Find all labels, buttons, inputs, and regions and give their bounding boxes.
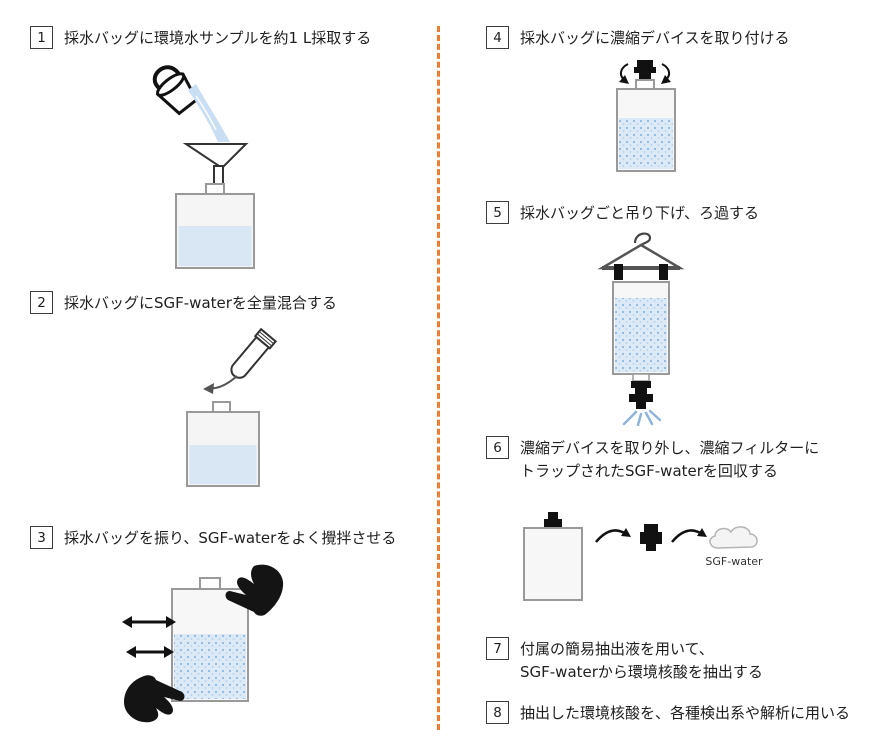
bag-water bbox=[189, 445, 257, 484]
step-4-number-badge: 4 bbox=[486, 26, 509, 49]
rotate-arrowhead-right bbox=[661, 75, 671, 84]
step-3-label: 採水バッグを振り、SGF-waterをよく攪拌させる bbox=[64, 529, 397, 547]
bag-water bbox=[178, 226, 252, 266]
bag-water-stippled bbox=[174, 634, 246, 699]
step-2-label: 採水バッグにSGF-waterを全量混合する bbox=[64, 294, 337, 312]
bag-outlet bbox=[632, 373, 650, 382]
transfer-arrow-2 bbox=[671, 529, 703, 543]
clip-icon-left bbox=[614, 264, 623, 280]
step-7-number-badge: 7 bbox=[486, 637, 509, 660]
step-1-label: 採水バッグに環境水サンプルを約1 L採取する bbox=[64, 29, 372, 47]
step-7-label: 付属の簡易抽出液を用いて、 SGF-waterから環境核酸を抽出する bbox=[520, 640, 763, 681]
step-8-header: 8 抽出した環境核酸を、各種検出系や解析に用いる bbox=[486, 701, 850, 725]
step-6-number-badge: 6 bbox=[486, 436, 509, 459]
sgf-water-label: SGF-water bbox=[705, 555, 763, 568]
bag-neck bbox=[205, 183, 225, 195]
step-1-illustration bbox=[152, 65, 255, 269]
step-3-number-badge: 3 bbox=[30, 526, 53, 549]
step-4-label: 採水バッグに濃縮デバイスを取り付ける bbox=[520, 29, 790, 47]
transfer-arrowhead-2 bbox=[697, 528, 707, 537]
spray-icon bbox=[622, 409, 662, 426]
step-4-illustration bbox=[616, 60, 676, 172]
empty-bag bbox=[523, 527, 583, 601]
step-6-illustration: SGF-water bbox=[523, 512, 763, 601]
bucket-icon bbox=[152, 65, 199, 116]
step-1-header: 1 採水バッグに環境水サンプルを約1 L採取する bbox=[30, 26, 371, 50]
cloud-icon bbox=[709, 526, 758, 549]
step-7-header: 7 付属の簡易抽出液を用いて、 SGF-waterから環境核酸を抽出する bbox=[486, 637, 763, 683]
hand-icon-top bbox=[225, 564, 284, 616]
bag-neck bbox=[199, 577, 221, 590]
step-5-header: 5 採水バッグごと吊り下げ、ろ過する bbox=[486, 201, 759, 225]
step-3-header: 3 採水バッグを振り、SGF-waterをよく攪拌させる bbox=[30, 526, 396, 550]
step-2-illustration bbox=[186, 327, 278, 487]
step-8-label: 抽出した環境核酸を、各種検出系や解析に用いる bbox=[520, 704, 851, 722]
step-2-number-badge: 2 bbox=[30, 291, 53, 314]
bag-cap bbox=[544, 519, 562, 528]
bag-neck bbox=[635, 79, 655, 90]
step-1-number-badge: 1 bbox=[30, 26, 53, 49]
shake-arrowheads bbox=[122, 616, 176, 658]
clip-icon-right bbox=[659, 264, 668, 280]
step-2-header: 2 採水バッグにSGF-waterを全量混合する bbox=[30, 291, 337, 315]
hand-icon-bottom bbox=[124, 675, 185, 723]
step-5-label: 採水バッグごと吊り下げ、ろ過する bbox=[520, 204, 759, 222]
rotate-arrowhead-left bbox=[619, 75, 629, 84]
step-3-illustration bbox=[122, 564, 284, 723]
concentration-device-icon bbox=[637, 60, 653, 67]
step-4-header: 4 採水バッグに濃縮デバイスを取り付ける bbox=[486, 26, 790, 50]
pour-arrowhead bbox=[203, 383, 214, 394]
filter-device-icon bbox=[629, 381, 653, 409]
funnel-icon bbox=[182, 143, 249, 170]
bag-water-stippled bbox=[619, 118, 673, 169]
test-tube-icon bbox=[230, 327, 278, 379]
step-8-number-badge: 8 bbox=[486, 701, 509, 724]
step-6-header: 6 濃縮デバイスを取り外し、濃縮フィルターに トラップされたSGF-waterを… bbox=[486, 436, 819, 482]
step-5-illustration bbox=[597, 232, 685, 426]
water-stream-highlight bbox=[195, 95, 217, 131]
concentration-device-icon bbox=[640, 524, 662, 551]
bag-cap-knob bbox=[548, 512, 558, 519]
step-5-number-badge: 5 bbox=[486, 201, 509, 224]
hanger-icon bbox=[597, 232, 685, 270]
step-6-label: 濃縮デバイスを取り外し、濃縮フィルターに トラップされたSGF-waterを回収… bbox=[520, 439, 820, 480]
transfer-arrow-1 bbox=[595, 529, 627, 543]
water-stream bbox=[188, 84, 230, 142]
bag-water-stippled bbox=[615, 298, 667, 372]
column-divider bbox=[437, 26, 440, 730]
transfer-arrowhead-1 bbox=[621, 528, 631, 537]
bag-neck bbox=[212, 401, 231, 413]
shake-arrows bbox=[130, 620, 168, 654]
